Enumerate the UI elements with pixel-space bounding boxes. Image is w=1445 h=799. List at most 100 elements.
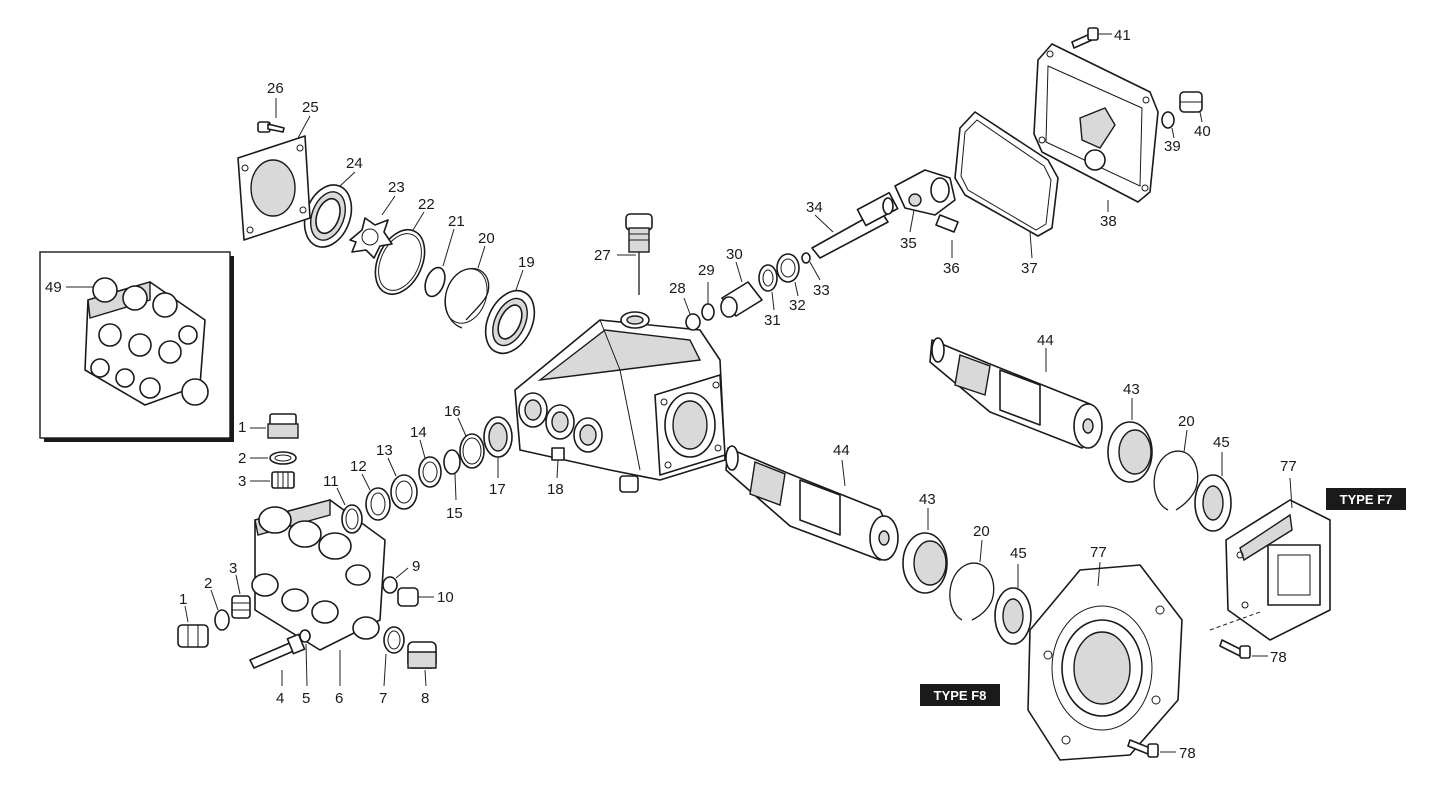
part-44-crankshaft-f7 [929, 337, 1103, 449]
part-5-washer [299, 629, 311, 687]
label-28: 28 [669, 280, 686, 297]
label-4: 4 [276, 690, 284, 707]
label-77-f7: 77 [1280, 458, 1297, 475]
part-77-flange-f7 [1225, 477, 1331, 641]
label-6: 6 [335, 690, 343, 707]
part-10-plug [397, 587, 434, 607]
label-19: 19 [518, 254, 535, 271]
part-45-seal-f8 [994, 564, 1032, 645]
part-27-oil-dipstick [617, 213, 653, 295]
part-41-screw [1071, 27, 1112, 49]
part-2-oring-lower [210, 589, 230, 631]
label-17: 17 [489, 481, 506, 498]
part-36-pin [935, 214, 959, 258]
label-1-upper: 1 [238, 419, 246, 436]
label-16: 16 [444, 403, 461, 420]
part-11-seal [336, 487, 363, 534]
part-28-nut [683, 297, 701, 331]
part-2-oring-upper [250, 451, 297, 465]
part-15-oring [443, 449, 461, 501]
label-8: 8 [421, 690, 429, 707]
label-30: 30 [726, 246, 743, 263]
part-23-star-seal [349, 195, 396, 259]
part-26-screw [257, 98, 285, 133]
label-2-upper: 2 [238, 450, 246, 467]
part-4-bolt [249, 633, 306, 686]
part-1-plug-upper [250, 413, 299, 439]
type-f8-badge: TYPE F8 [920, 684, 1000, 706]
part-43-bearing-f7 [1107, 398, 1153, 483]
label-45-f7: 45 [1213, 434, 1230, 451]
part-3-valve-upper [250, 471, 295, 489]
label-49: 49 [45, 279, 62, 296]
part-34-piston [811, 191, 899, 259]
label-24: 24 [346, 155, 363, 172]
label-35: 35 [900, 235, 917, 252]
label-10: 10 [437, 589, 454, 606]
part-7-oring [383, 626, 405, 687]
part-29-washer [701, 282, 715, 321]
part-6-manifold [251, 499, 386, 686]
label-20-f8: 20 [973, 523, 990, 540]
label-1-lower: 1 [179, 591, 187, 608]
part-13-seal [387, 457, 418, 510]
label-3-upper: 3 [238, 473, 246, 490]
label-2-lower: 2 [204, 575, 212, 592]
label-41: 41 [1114, 27, 1131, 44]
part-17-seal [483, 416, 513, 478]
part-78-bolt-f7 [1209, 611, 1268, 659]
type-f7-badge: TYPE F7 [1326, 488, 1406, 510]
part-38-rear-cover [1033, 43, 1159, 212]
label-36: 36 [943, 260, 960, 277]
label-45-f8: 45 [1010, 545, 1027, 562]
part-9-oring [382, 567, 409, 594]
label-20-f7: 20 [1178, 413, 1195, 430]
label-43-f8: 43 [919, 491, 936, 508]
label-22: 22 [418, 196, 435, 213]
part-1-plug-lower [177, 605, 209, 648]
part-22-oring [374, 211, 426, 295]
label-34: 34 [806, 199, 823, 216]
label-77-f8: 77 [1090, 544, 1107, 561]
part-44-crankshaft-f8 [725, 445, 899, 561]
part-18-crankcase [514, 311, 726, 493]
part-77-flange-f8 [1027, 561, 1183, 761]
label-5: 5 [302, 690, 310, 707]
inset-manifold-49 [39, 251, 234, 442]
label-18: 18 [547, 481, 564, 498]
label-44-f7: 44 [1037, 332, 1054, 349]
part-35-connecting-rod [894, 169, 956, 233]
label-38: 38 [1100, 213, 1117, 230]
part-20-snap-ring-f7 [1153, 429, 1199, 511]
label-13: 13 [376, 442, 393, 459]
part-8-plug [407, 641, 437, 687]
part-37-gasket [954, 111, 1059, 259]
label-9: 9 [412, 558, 420, 575]
part-20-snap-ring-f8 [949, 539, 995, 621]
label-11: 11 [323, 473, 339, 490]
label-25: 25 [302, 99, 319, 116]
label-3-lower: 3 [229, 560, 237, 577]
label-39: 39 [1164, 138, 1181, 155]
part-32-seal [776, 253, 800, 297]
label-40: 40 [1194, 123, 1211, 140]
type-f7-label: TYPE F7 [1340, 492, 1393, 507]
label-12: 12 [350, 458, 367, 475]
part-25-cover-plate [237, 115, 311, 241]
label-44-f8: 44 [833, 442, 850, 459]
part-14-seal [418, 439, 442, 488]
part-45-seal-f7 [1194, 452, 1232, 532]
part-12-seal [361, 473, 391, 521]
part-39-oring [1161, 111, 1175, 139]
label-7: 7 [379, 690, 387, 707]
label-23: 23 [388, 179, 405, 196]
part-21-snap-ring [424, 228, 455, 298]
label-32: 32 [789, 297, 806, 314]
part-16-ring [457, 417, 485, 469]
label-29: 29 [698, 262, 715, 279]
part-number-labels: 1 2 3 1 2 3 4 5 6 7 8 9 10 11 12 13 14 1… [45, 27, 1297, 762]
part-19-bearing [484, 269, 536, 355]
part-3-valve-lower [231, 574, 251, 619]
part-31-washer [758, 264, 778, 311]
